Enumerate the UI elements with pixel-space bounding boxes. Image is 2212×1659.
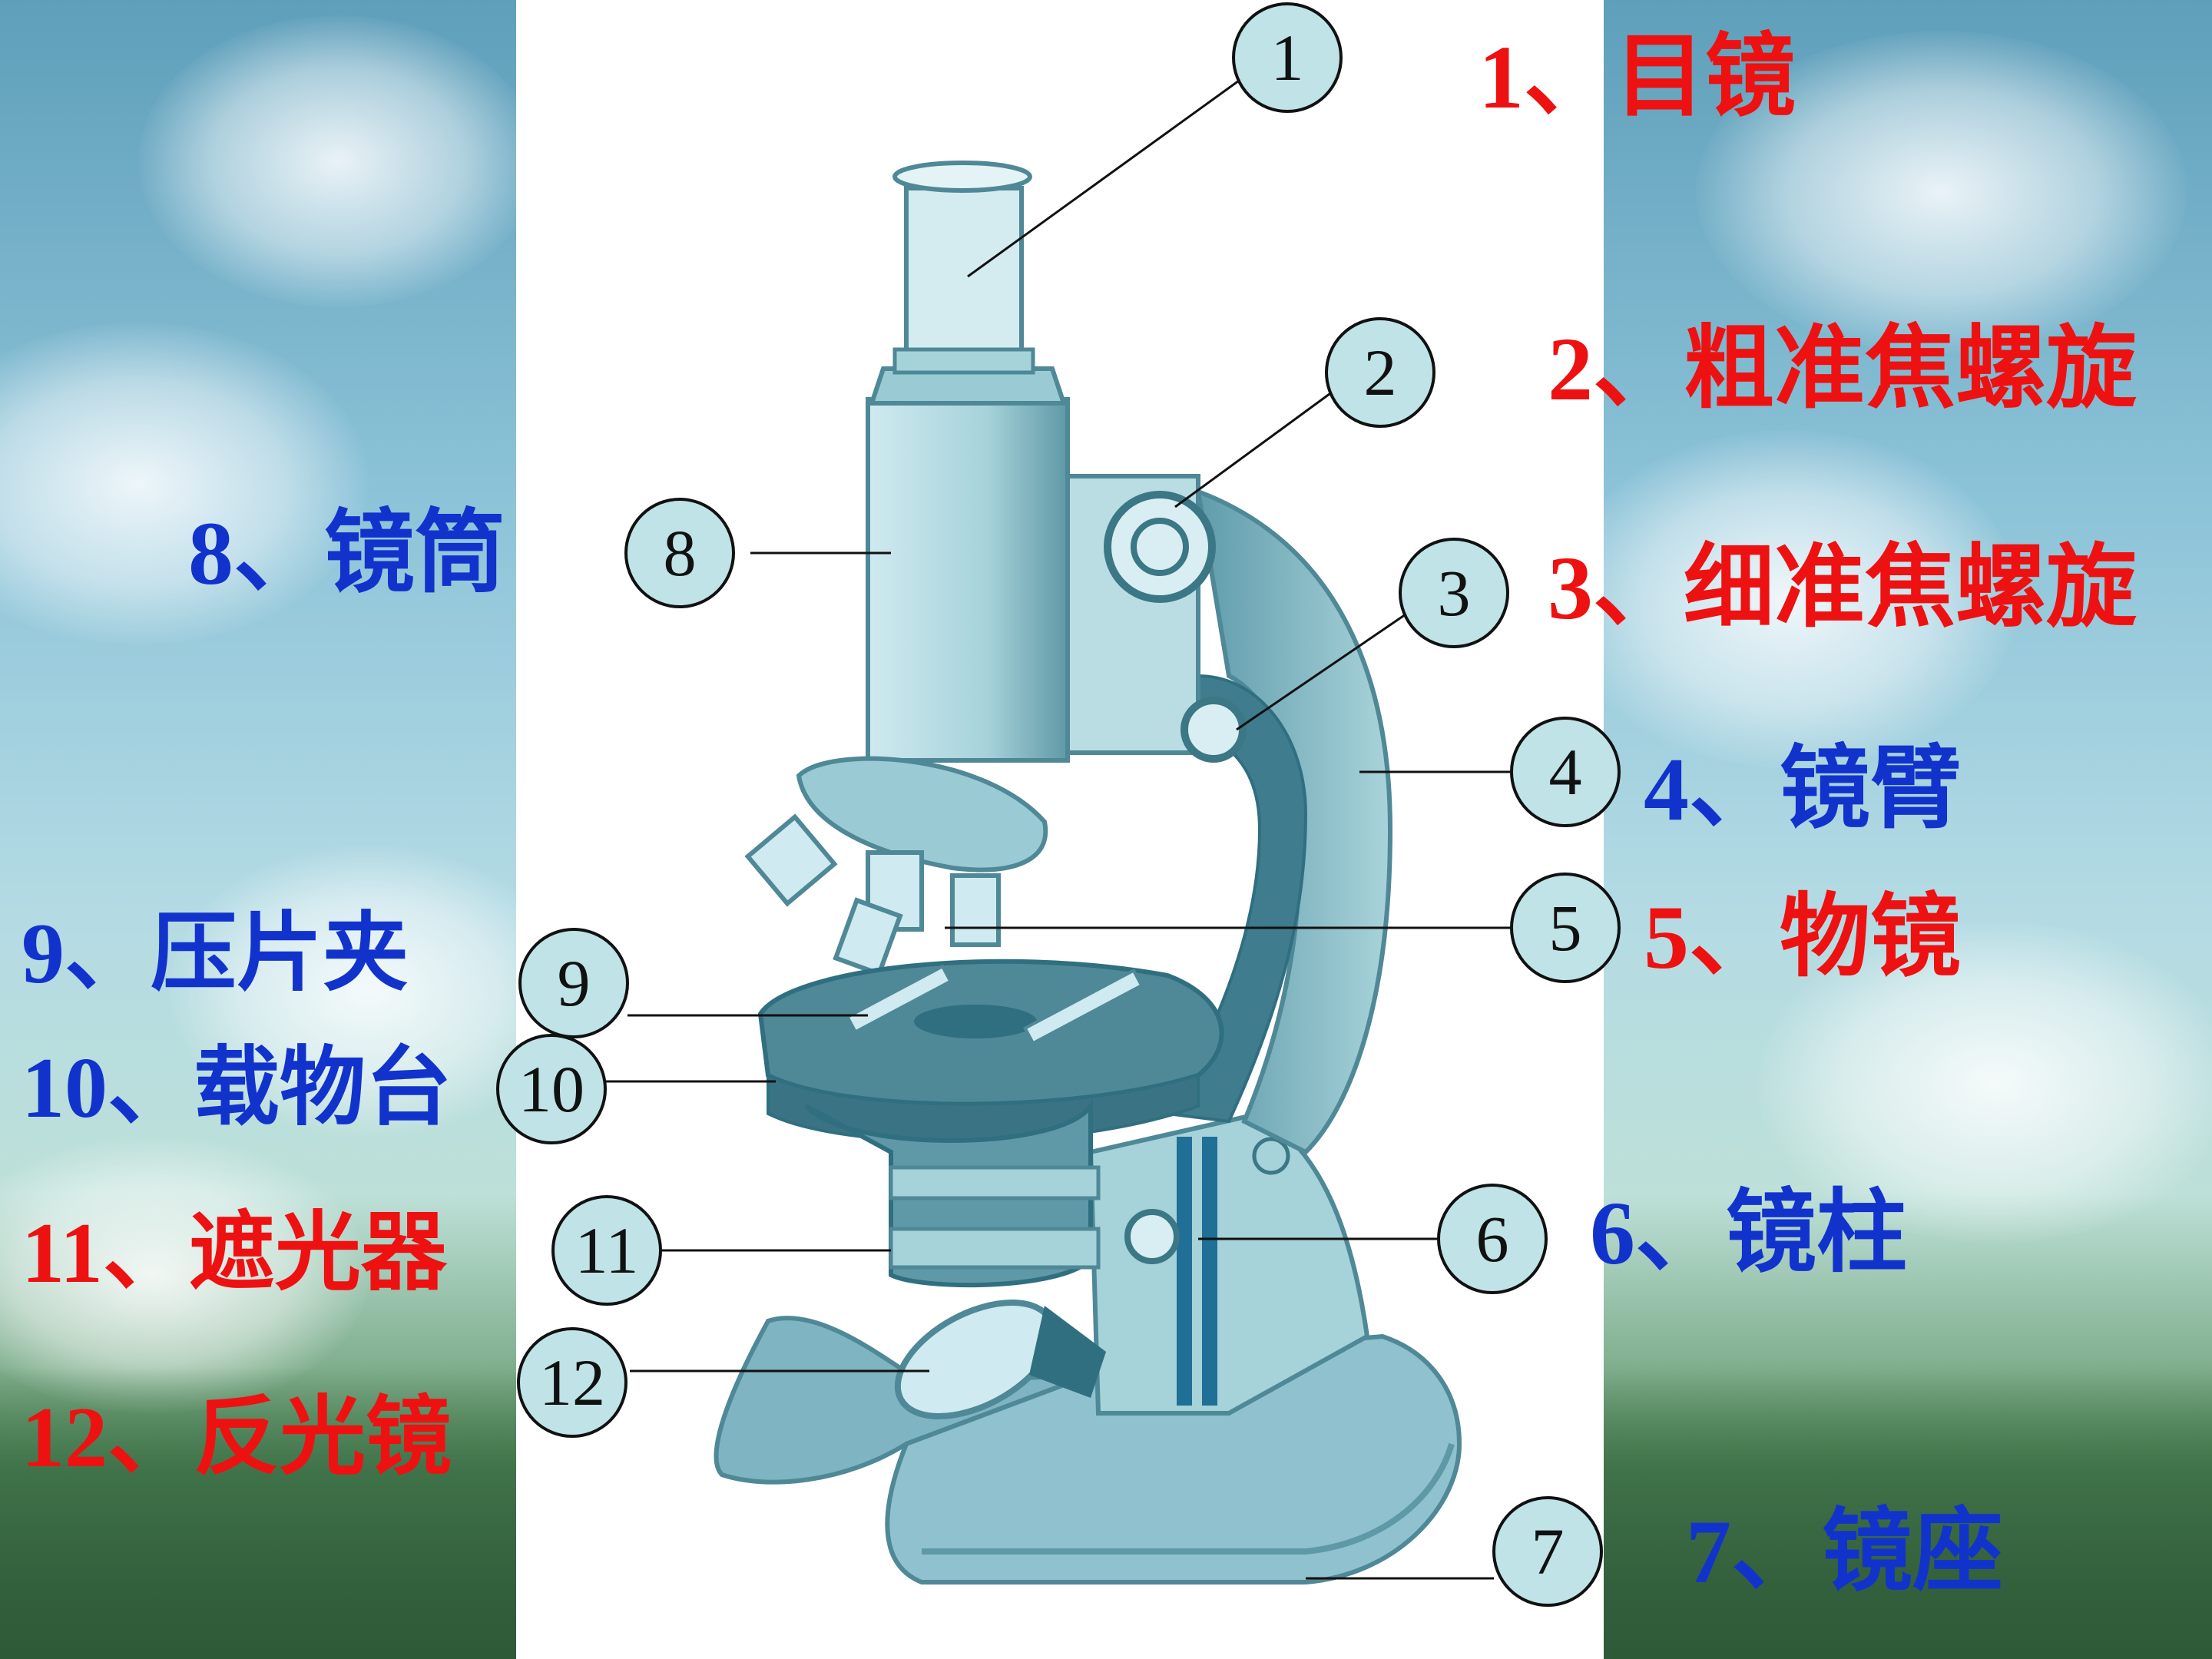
diaphragm-ring <box>889 1227 1101 1270</box>
leader-line-3 <box>1236 613 1406 731</box>
label-mirror: 12、反光镜 <box>22 1394 452 1482</box>
mirror-mount <box>1029 1306 1106 1398</box>
marker-10: 10 <box>496 1034 607 1144</box>
eyepiece <box>904 186 1024 371</box>
marker-6: 6 <box>1437 1184 1548 1294</box>
marker-9: 9 <box>518 928 629 1038</box>
right-sky-background <box>1604 0 2212 1659</box>
number-markers: 1 2 3 4 5 6 7 8 9 10 11 12 <box>496 2 1621 1607</box>
leader-lines <box>602 75 1513 1580</box>
label-number: 5、 <box>1644 887 1780 988</box>
svg-text:3: 3 <box>1438 556 1471 630</box>
marker-8: 8 <box>624 498 735 608</box>
marker-2: 2 <box>1325 317 1435 428</box>
eyepiece-cap <box>892 161 1032 193</box>
pillar-knob <box>1252 1137 1290 1175</box>
label-text: 遮光器 <box>188 1202 447 1303</box>
marker-11: 11 <box>551 1195 662 1306</box>
label-number: 2、 <box>1548 319 1684 419</box>
pillar-knob <box>1124 1209 1180 1264</box>
label-text: 镜筒 <box>324 498 506 605</box>
label-text: 目镜 <box>1614 22 1796 129</box>
eyepiece-ring <box>892 347 1035 375</box>
label-coarse-focus: 2、粗准焦螺旋 <box>1548 323 2137 415</box>
label-eyepiece: 1、目镜 <box>1479 31 1796 123</box>
pillar-bar <box>1202 1137 1217 1406</box>
label-pillar: 6、镜柱 <box>1590 1187 1907 1279</box>
label-text: 载物台 <box>194 1037 452 1137</box>
label-text: 细准焦螺旋 <box>1684 533 2137 640</box>
stage-clip <box>845 964 953 1035</box>
label-number: 3、 <box>1548 538 1684 638</box>
cloud <box>1757 922 2212 1244</box>
label-stage: 10、载物台 <box>22 1045 452 1132</box>
label-text: 镜柱 <box>1726 1178 1908 1285</box>
label-number: 9、 <box>22 906 151 1002</box>
cloud <box>0 323 369 645</box>
label-number: 6、 <box>1590 1183 1727 1283</box>
objective-lens <box>833 897 903 977</box>
label-number: 7、 <box>1686 1502 1823 1602</box>
label-body-tube: 8、镜筒 <box>188 507 505 599</box>
svg-text:1: 1 <box>1271 21 1304 94</box>
marker-12: 12 <box>517 1327 628 1438</box>
objective-lens <box>950 873 1001 947</box>
nosepiece <box>796 756 1048 873</box>
label-base: 7、镜座 <box>1686 1505 2003 1598</box>
label-text: 镜座 <box>1822 1497 2004 1604</box>
label-number: 12、 <box>22 1390 194 1485</box>
svg-text:12: 12 <box>539 1346 605 1419</box>
pillar-bar <box>1177 1137 1192 1406</box>
label-stage-clip: 9、压片夹 <box>22 910 409 998</box>
marker-7: 7 <box>1492 1496 1603 1607</box>
label-objective: 5、物镜 <box>1644 891 1961 983</box>
coarse-focus-knob <box>1104 491 1216 603</box>
leader-line-1 <box>967 75 1245 278</box>
label-text: 反光镜 <box>194 1386 452 1487</box>
svg-text:9: 9 <box>558 946 591 1020</box>
stage-clip <box>1022 968 1144 1045</box>
label-diaphragm: 11、遮光器 <box>22 1210 447 1297</box>
svg-text:7: 7 <box>1532 1515 1565 1588</box>
stage-hole <box>914 1005 1037 1038</box>
svg-text:2: 2 <box>1364 336 1397 409</box>
body-tube <box>866 397 1070 763</box>
marker-5: 5 <box>1510 873 1621 983</box>
base-shape <box>922 1442 1455 1555</box>
label-number: 4、 <box>1644 739 1780 839</box>
microscope-drawing <box>714 161 1462 1584</box>
cloud <box>1604 430 2018 768</box>
leader-line-2 <box>1174 390 1333 508</box>
label-number: 11、 <box>22 1206 189 1301</box>
arm-shape <box>1164 674 1308 1124</box>
marker-3: 3 <box>1399 538 1509 648</box>
diaphragm-ring <box>889 1165 1101 1200</box>
svg-text:8: 8 <box>664 516 697 590</box>
svg-text:11: 11 <box>575 1214 639 1287</box>
marker-4: 4 <box>1510 717 1621 827</box>
svg-text:5: 5 <box>1549 891 1582 965</box>
label-number: 8、 <box>188 503 325 604</box>
svg-text:10: 10 <box>518 1052 584 1126</box>
coarse-focus-knob-center <box>1131 518 1189 576</box>
label-text: 物镜 <box>1780 882 1962 989</box>
cloud <box>1696 31 2187 353</box>
label-text: 粗准焦螺旋 <box>1684 314 2137 421</box>
cloud <box>138 15 516 307</box>
svg-text:4: 4 <box>1549 735 1582 809</box>
label-fine-focus: 3、细准焦螺旋 <box>1548 541 2137 634</box>
base-shape <box>885 1333 1462 1584</box>
objective-lens <box>744 813 838 907</box>
marker-1: 1 <box>1232 2 1343 113</box>
svg-text:6: 6 <box>1476 1202 1509 1276</box>
label-number: 10、 <box>22 1041 194 1136</box>
fine-focus-knob <box>1181 697 1247 763</box>
label-text: 镜臂 <box>1780 734 1962 841</box>
label-number: 1、 <box>1479 27 1615 127</box>
cloud <box>169 845 516 1137</box>
label-arm: 4、镜臂 <box>1644 743 1961 835</box>
label-text: 压片夹 <box>151 902 409 1003</box>
